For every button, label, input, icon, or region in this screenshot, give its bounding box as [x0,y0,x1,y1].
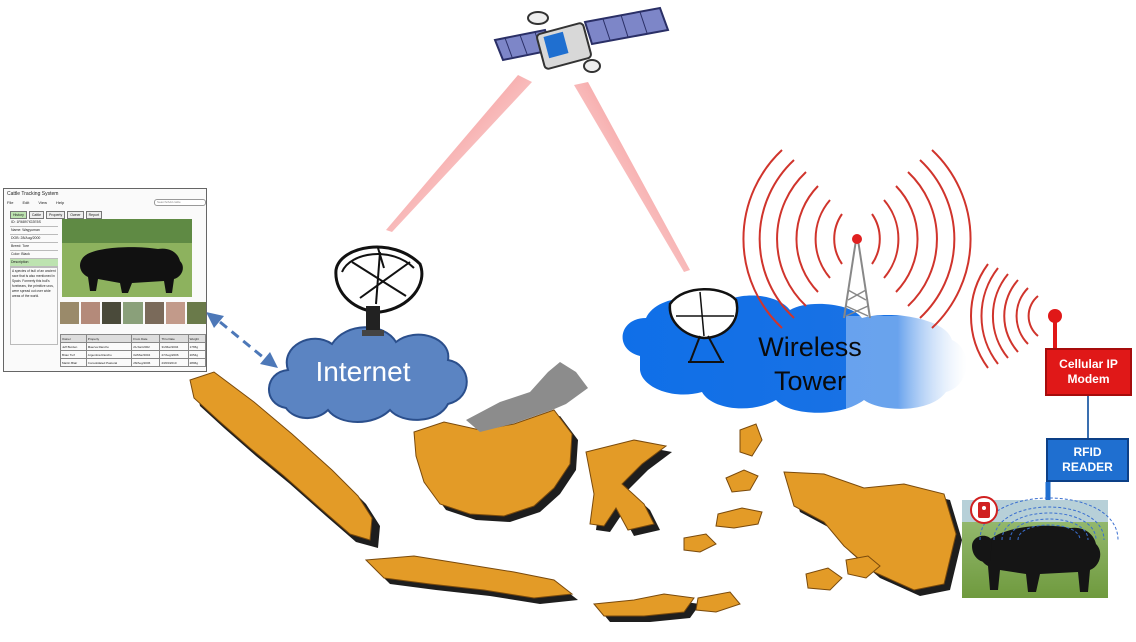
menu-edit[interactable]: Edit [22,200,30,205]
wireless-tower-label-line2: Tower [773,366,847,396]
radio-tower-icon [843,234,871,319]
cell: Maerva Rancho [85,342,133,351]
signal-waves [742,149,972,329]
bull-photo [962,500,1108,598]
cell: 02/Mar/2004 [131,350,161,359]
menu-file[interactable]: File [7,200,14,205]
wireless-tower-label-line1: Wireless [758,332,862,362]
table-row[interactable]: Martin Blair Consolidated Pastoral 28/Au… [60,358,206,367]
col-thru-date: Thru Date [159,334,189,343]
tab-property[interactable]: Property [46,211,66,219]
satellite-icon [493,6,670,73]
indonesia-map [189,362,962,622]
cattle-photo [62,219,192,297]
thumbnail[interactable] [102,302,122,324]
col-property: Property [85,334,133,343]
cell: Jeff Burden [60,342,87,351]
modem-antenna-icon [970,263,1062,369]
satellite-dish-icon-tower [668,288,739,363]
cattle-tracking-app-window: Cattle Tracking System File Edit View He… [3,188,207,372]
link-arrow [206,312,278,368]
field-name: Name: Wagyuman [10,227,58,235]
cell: 2896g [187,358,206,367]
tab-report[interactable]: Report [85,211,103,219]
cell: Argentina Rancho [85,350,133,359]
app-title: Cattle Tracking System [7,191,59,197]
table-row[interactable]: Jeff Burden Maerva Rancho 21/Jan/2002 31… [60,342,206,351]
field-dob: DOB: 28/Aug/2000 [10,235,58,243]
app-search-input[interactable]: Search/Add cattle [154,199,206,206]
tab-cattle[interactable]: Cattle [28,211,45,219]
app-menu-bar: File Edit View Help [7,200,64,205]
thumbnail[interactable] [144,302,164,324]
table-row[interactable]: Brian Turf Argentina Rancho 02/Mar/2004 … [60,350,206,359]
cell: 31/Mar/2004 [159,342,189,351]
cellular-ip-modem-box: Cellular IP Modem [1045,348,1132,396]
thumbnail[interactable] [60,302,80,324]
thumbnail[interactable] [123,302,143,324]
ownership-table: Owner Property From Date Thru Date Weigh… [60,334,206,367]
field-breed: Breed: Tore [10,243,58,251]
modem-label-line2: Modem [1067,372,1110,386]
cell: Consolidated Pastoral [85,358,133,367]
table-header-row: Owner Property From Date Thru Date Weigh… [60,334,206,343]
menu-view[interactable]: View [38,200,47,205]
thumbnail[interactable] [165,302,185,324]
reader-label-line2: READER [1062,460,1113,474]
rfid-field [979,497,1119,541]
thumbnail[interactable] [81,302,101,324]
tab-owner[interactable]: Owner [67,211,84,219]
cell: 21/Jan/2002 [131,342,161,351]
cell: 1765g [187,342,206,351]
satellite-beam-right [574,82,690,272]
rfid-reader-box: RFID READER [1046,438,1129,482]
cloud-cut [846,316,964,416]
cell: 27/Aug/2006 [159,350,189,359]
col-owner: Owner [60,334,87,343]
photo-thumbnails [60,302,206,324]
reader-label-line1: RFID [1073,445,1102,459]
col-weight: Weight [187,334,206,343]
satellite-beam-left [386,75,532,232]
internet-label: Internet [315,356,411,387]
field-id: ID: 1R6897IO2E5S [10,219,58,227]
menu-help[interactable]: Help [55,200,65,205]
cell: 28/Aug/2006 [131,358,161,367]
cattle-fields: ID: 1R6897IO2E5S Name: Wagyuman DOB: 28/… [10,219,58,345]
field-description-text: A species of bull of an ancient race tha… [10,267,58,345]
internet-cloud [268,326,468,423]
cell: Brian Turf [60,350,87,359]
rfid-tag-icon [970,496,998,524]
field-color: Color: Black [10,251,58,259]
cell: Martin Blair [60,358,87,367]
tab-history[interactable]: History [10,211,27,219]
field-description-label: Description [10,259,58,267]
wireless-tower-label: Wireless Tower [740,330,880,398]
app-tabs: History Cattle Property Owner Report [10,211,103,219]
satellite-dish-icon [334,245,424,336]
col-from-date: From Date [131,334,161,343]
cell: 23/03/2010 [159,358,189,367]
cell: 2054g [187,350,206,359]
modem-label-line1: Cellular IP [1059,357,1118,371]
thumbnail[interactable] [186,302,206,324]
